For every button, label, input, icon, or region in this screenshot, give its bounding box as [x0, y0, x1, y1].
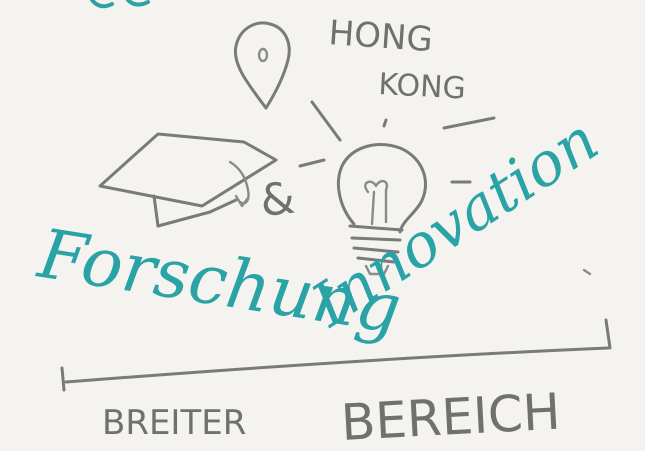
stray-mark	[582, 268, 592, 276]
location-label: HONG KONG	[327, 13, 466, 106]
location-label-line1: HONG	[327, 13, 434, 60]
lightbulb-icon	[336, 143, 427, 276]
bereich-label: BEREICH	[340, 383, 562, 451]
graduation-cap-icon	[98, 132, 278, 228]
ampersand: &	[258, 173, 297, 227]
breiter-label: BREITER	[102, 403, 246, 443]
location-label-line2: KONG	[378, 67, 467, 107]
lightbulb-rays	[298, 100, 496, 184]
innovation-label: Innovation	[299, 105, 610, 341]
range-axis	[60, 318, 612, 392]
teal-fragment-top	[90, 0, 150, 9]
location-pin-icon	[233, 21, 291, 110]
